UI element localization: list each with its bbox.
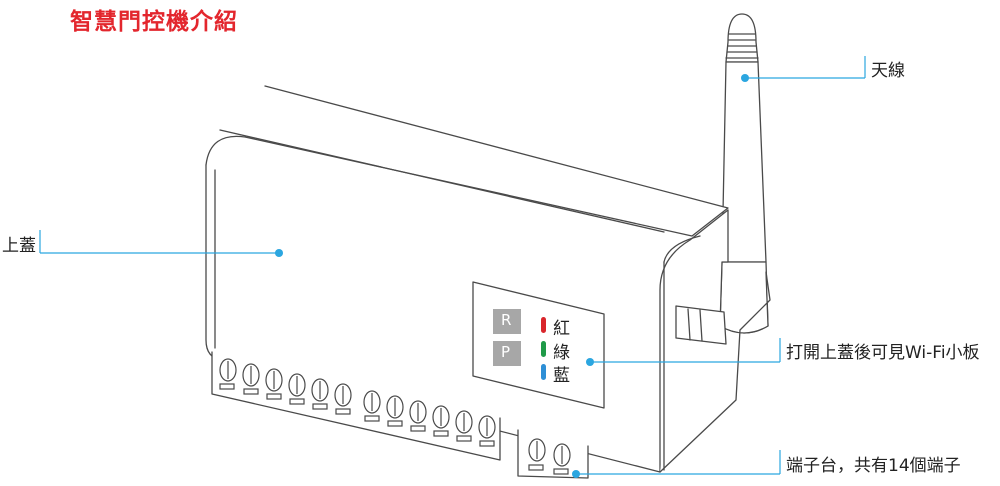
label-top-cover: 上蓋 [2, 236, 36, 256]
callout-dot-antenna [741, 74, 749, 82]
terminal-block-left [211, 351, 501, 461]
button-P [493, 341, 521, 366]
label-wifi-board: 打開上蓋後可見Wi-Fi小板 [786, 343, 980, 363]
callout-antenna [745, 56, 866, 79]
callout-dot-terminal-block [572, 470, 580, 478]
callout-wifi-board [590, 338, 781, 363]
callout-dot-wifi-board [586, 358, 594, 366]
button-R [493, 309, 521, 334]
led-green [541, 341, 546, 357]
antenna [719, 13, 769, 334]
led-blue [541, 364, 546, 380]
led-red [541, 317, 546, 333]
button-P-label: P [501, 343, 511, 361]
callout-terminal-block [576, 450, 781, 475]
led-red-label: 紅 [553, 319, 570, 339]
page-title: 智慧門控機介紹 [70, 9, 238, 35]
led-green-label: 綠 [553, 343, 570, 363]
callout-dot-top-cover [275, 249, 283, 257]
terminal-slots [219, 383, 569, 475]
button-R-label: R [501, 311, 512, 329]
box-top-face [205, 85, 729, 237]
label-antenna: 天線 [871, 61, 905, 81]
label-terminal-block: 端子台，共有14個端子 [786, 456, 961, 476]
led-indicators [541, 317, 546, 380]
led-blue-label: 藍 [553, 366, 570, 386]
terminal-screws [219, 358, 571, 467]
callout-top-cover [39, 230, 279, 254]
